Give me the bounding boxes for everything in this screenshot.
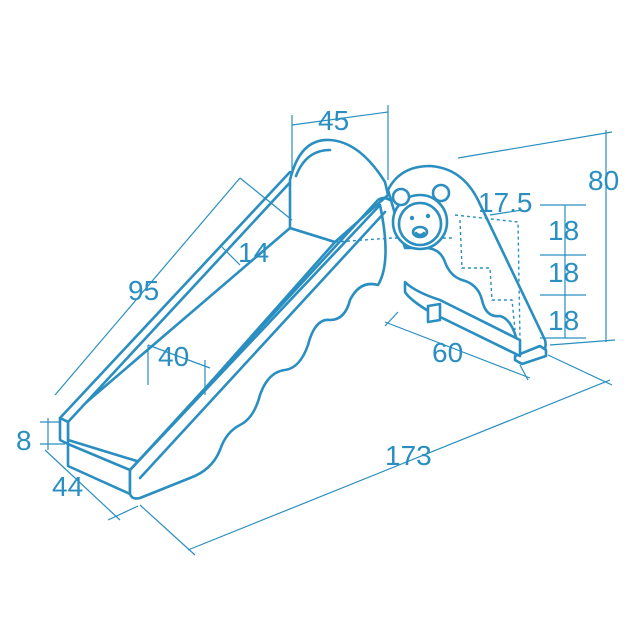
platform-hidden-edge [334, 237, 455, 243]
dim-top-width-label: 45 [318, 105, 349, 136]
side-panel-rail-inner [138, 210, 387, 480]
dim-40-line [147, 344, 211, 369]
dim-step-1-label: 18 [548, 215, 579, 246]
dim-total-height-label: 80 [588, 165, 619, 196]
ladder-foot [513, 344, 548, 366]
dim-60-ext-left [384, 311, 399, 327]
dim-95-ext [239, 177, 293, 221]
ladder-hidden-steps [459, 219, 516, 331]
bear-face [397, 201, 443, 247]
dim-173-ext-right [547, 354, 613, 386]
dim-44-ext [107, 505, 139, 521]
slide-chute [58, 170, 337, 496]
dim-95-line [54, 177, 241, 396]
dim-side-height-label: 8 [16, 425, 32, 456]
dim-80-ext-bottom [549, 339, 616, 346]
dim-80-ext-top [457, 131, 613, 159]
ladder-bottom-rail [403, 280, 522, 358]
dim-inner-lower-label: 40 [158, 341, 189, 372]
dimension-labels: 45 95 14 40 8 44 173 17.5 18 18 18 80 60 [16, 105, 619, 502]
bear-mouth [414, 231, 426, 237]
dim-173-line [187, 379, 611, 551]
dim-44-line [44, 449, 121, 521]
bear-face-icon [391, 183, 451, 251]
dim-step-2-label: 18 [548, 257, 579, 288]
dim-45-line [291, 111, 389, 126]
bear-ear-left [391, 187, 411, 207]
bear-eye-left [409, 215, 415, 221]
dim-base-width-label: 44 [52, 471, 83, 502]
hood-inner-edge [294, 148, 332, 178]
slide-side-panel [128, 196, 392, 500]
dim-173-ext-left [139, 504, 196, 556]
bear-ear-right [431, 183, 451, 203]
dimension-lines [40, 105, 616, 556]
side-panel-rail [128, 196, 392, 472]
dim-inner-upper-label: 14 [238, 237, 269, 268]
dim-17-5-ext [489, 209, 523, 216]
bear-eye-right [425, 213, 431, 219]
dim-60-ext-right [519, 364, 529, 381]
dim-60-line [384, 321, 531, 379]
dim-total-length-label: 173 [385, 440, 432, 471]
back-foot [426, 302, 442, 324]
dim-ladder-depth-label: 60 [432, 337, 463, 368]
dim-slide-length-label: 95 [128, 275, 159, 306]
dim-step-top-label: 17.5 [478, 187, 533, 218]
dim-step-3-label: 18 [548, 305, 579, 336]
slide-left-rail-face [58, 416, 70, 446]
bear-snout [411, 225, 429, 239]
dim-14-line [221, 246, 241, 266]
